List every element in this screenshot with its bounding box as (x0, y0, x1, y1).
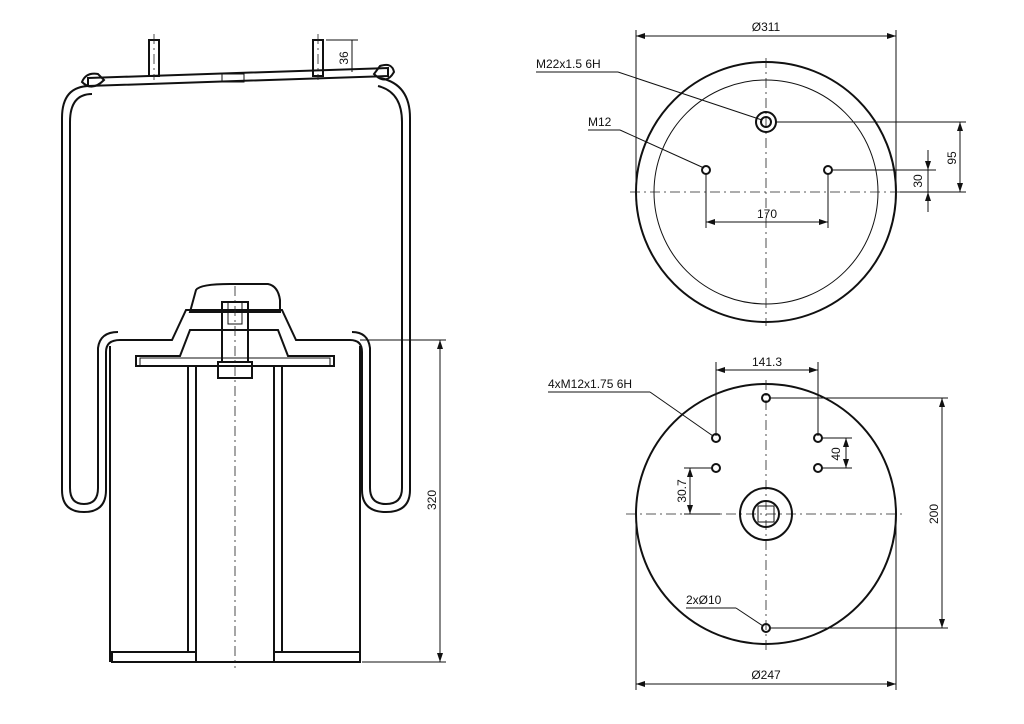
bolt-thread-label: 4xM12x1.75 6H (548, 377, 632, 391)
center-thread-label: M22x1.5 6H (536, 57, 601, 71)
hole-spacing-label: 170 (757, 207, 777, 221)
side-view: 36 320 (61, 34, 446, 668)
bottom-diameter-label: Ø247 (751, 668, 781, 682)
top-view: Ø311 M22x1.5 6H M12 170 95 30 (536, 20, 966, 326)
bolt-hole-3 (711, 463, 721, 473)
pin-holes-label: 2xØ10 (686, 593, 722, 607)
stud-height-label: 36 (337, 51, 351, 65)
side-hole-right (823, 165, 833, 175)
pattern-40-label: 40 (829, 447, 843, 461)
bolt-hole-4 (813, 463, 823, 473)
pin-spacing-label: 200 (927, 504, 941, 524)
bottom-view: 141.3 4xM12x1.75 6H 40 30.7 2xØ10 200 (548, 355, 948, 690)
pattern-width-label: 141.3 (752, 355, 782, 369)
bellows (61, 77, 411, 514)
offset-30-label: 30 (911, 174, 925, 188)
side-thread-label: M12 (588, 115, 612, 129)
top-diameter-label: Ø311 (752, 20, 781, 34)
top-plate (87, 66, 389, 88)
overall-height-label: 320 (425, 490, 439, 510)
piston-body (109, 346, 361, 662)
center-boss (739, 487, 793, 541)
stud-left (148, 34, 160, 80)
pattern-307-label: 30.7 (675, 479, 689, 503)
piston-cap (188, 283, 281, 313)
stud-right (312, 34, 324, 80)
offset-95-label: 95 (945, 151, 959, 165)
